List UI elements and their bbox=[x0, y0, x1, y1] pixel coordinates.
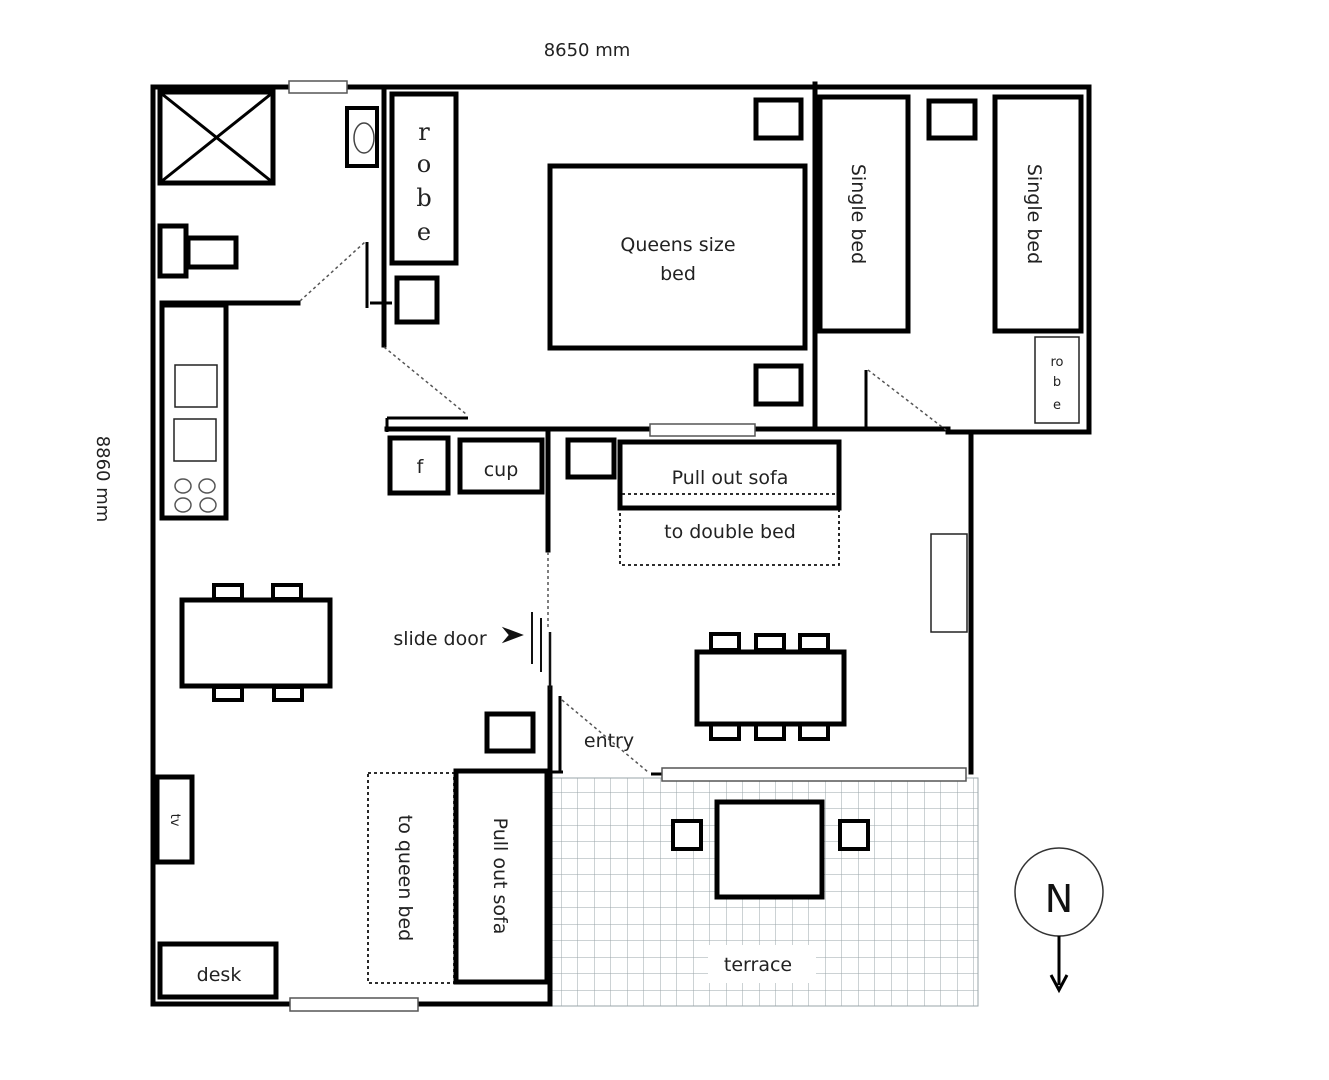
robe-letter: b bbox=[1053, 375, 1061, 390]
dining-chair bbox=[709, 632, 741, 652]
single-bed-2 bbox=[992, 94, 1084, 334]
queen-bed bbox=[547, 163, 808, 351]
window-bathroom bbox=[288, 80, 348, 94]
terrace: terrace bbox=[551, 777, 979, 1007]
terrace-chair-right bbox=[838, 819, 870, 851]
cooktop-burner bbox=[198, 478, 216, 494]
cooktop-burner bbox=[199, 497, 217, 513]
cupboard bbox=[457, 437, 545, 495]
sofa-extension-label: to queen bed bbox=[394, 815, 416, 942]
queen-bed-label: Queens size bbox=[620, 234, 735, 256]
terrace-table bbox=[714, 799, 825, 900]
desk-label: desk bbox=[197, 964, 242, 986]
terrace-label: terrace bbox=[724, 954, 792, 976]
bedside-table bbox=[926, 98, 978, 141]
single-bed-label: Single bed bbox=[847, 164, 869, 264]
robe-second bbox=[1034, 336, 1080, 424]
robe-letter: e bbox=[417, 218, 431, 246]
cupboard-label: cup bbox=[484, 459, 519, 481]
window-lounge bbox=[289, 997, 419, 1012]
pull-out-sofa bbox=[617, 439, 842, 511]
windows bbox=[288, 80, 967, 1012]
second-bedroom: Single bed Single bed ro b e bbox=[817, 94, 1084, 424]
tv-unit bbox=[930, 533, 968, 633]
bathroom bbox=[157, 89, 379, 279]
tv-cabinet bbox=[154, 774, 195, 865]
window-terrace bbox=[661, 767, 967, 782]
robe-letter: b bbox=[416, 184, 431, 212]
living-room: Pull out sofa to double bed slide door e… bbox=[393, 437, 968, 754]
sofa-bed-extension bbox=[367, 772, 455, 984]
outer-walls bbox=[150, 84, 1092, 1007]
kitchen-bench bbox=[159, 302, 229, 521]
bedside-table bbox=[394, 275, 440, 325]
cooktop-burner bbox=[174, 497, 192, 513]
dining-table bbox=[179, 597, 333, 689]
basin-bowl bbox=[353, 122, 375, 154]
side-table bbox=[484, 711, 536, 754]
sink bbox=[174, 364, 218, 408]
robe-letter: o bbox=[417, 150, 431, 178]
fridge bbox=[387, 435, 451, 496]
door-swings bbox=[299, 241, 947, 773]
tv-label: tv bbox=[167, 814, 182, 827]
kitchen: f cup bbox=[159, 302, 545, 702]
width-dimension: 8650 mm bbox=[544, 40, 631, 61]
side-table bbox=[565, 437, 617, 480]
height-dimension: 8860 mm bbox=[92, 436, 113, 523]
dining-chair bbox=[212, 685, 244, 702]
bedside-table bbox=[753, 363, 804, 407]
robe-letter: r bbox=[418, 118, 430, 146]
dining-chair bbox=[754, 633, 786, 652]
sink bbox=[173, 418, 217, 462]
dining-table-living bbox=[694, 649, 847, 727]
pull-out-sofa bbox=[453, 768, 550, 985]
toilet-cistern bbox=[157, 223, 189, 279]
robe-master bbox=[389, 91, 459, 266]
compass: N bbox=[1014, 847, 1104, 994]
lounge: tv desk to queen bed Pull out sofa bbox=[154, 768, 550, 1000]
arrow-right-icon bbox=[501, 626, 524, 644]
single-bed-1 bbox=[817, 94, 911, 334]
cooktop-burner bbox=[174, 478, 192, 494]
window-living-north bbox=[649, 423, 756, 437]
dining-chair bbox=[272, 685, 304, 702]
fridge-label: f bbox=[417, 456, 425, 478]
slide-door-label: slide door bbox=[393, 628, 487, 650]
sofa-label: Pull out sofa bbox=[489, 818, 511, 935]
master-bedroom: r o b e Queens size bed bbox=[389, 91, 808, 407]
robe-letter: e bbox=[1053, 398, 1061, 413]
sofa-extension-label: to double bed bbox=[664, 521, 796, 543]
dining-chair bbox=[271, 583, 303, 601]
terrace-chair-left bbox=[671, 819, 703, 851]
robe-letter: ro bbox=[1050, 355, 1063, 370]
desk bbox=[157, 941, 279, 1000]
entry-label: entry bbox=[584, 730, 634, 752]
toilet-bowl bbox=[185, 235, 239, 270]
single-bed-label: Single bed bbox=[1023, 164, 1045, 264]
compass-letter: N bbox=[1045, 877, 1073, 921]
dining-chair bbox=[798, 633, 830, 652]
bedside-table bbox=[753, 97, 804, 141]
sofa-label: Pull out sofa bbox=[672, 467, 789, 489]
dining-chair bbox=[212, 583, 244, 601]
basin bbox=[345, 106, 379, 168]
queen-bed-label: bed bbox=[660, 263, 696, 285]
